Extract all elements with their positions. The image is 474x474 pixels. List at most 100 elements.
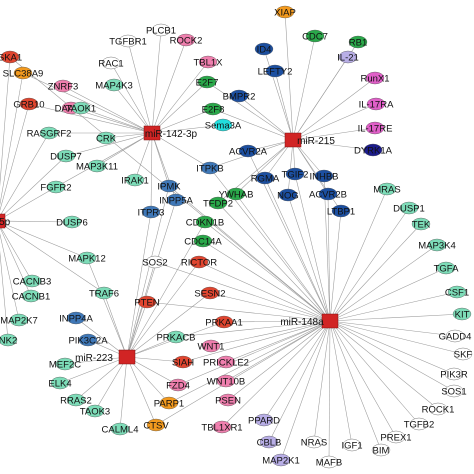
gene-node-rasgrf2[interactable]: RASGRF2 [27, 126, 72, 140]
gene-node-cacnb1[interactable]: CACNB1 [12, 289, 51, 303]
gene-node-tgfb2[interactable]: TGFB2 [404, 417, 435, 431]
gene-node-map4k3[interactable]: MAP4K3 [95, 78, 133, 92]
gene-node-sema3a[interactable]: Sema3A [205, 118, 242, 132]
gene-node-ska1[interactable]: SKA1 [0, 50, 22, 64]
gene-node-prkaa1[interactable]: PRKAA1 [205, 315, 243, 329]
gene-node-mef2c[interactable]: MEF2C [49, 357, 81, 371]
gene-node-wnt1[interactable]: WNT1 [198, 339, 225, 353]
gene-node-id4[interactable]: ID4 [254, 42, 274, 56]
gene-node-tgif2[interactable]: TGIF2 [282, 167, 309, 181]
gene-node-cdc7[interactable]: CDC7 [302, 29, 328, 43]
gene-node-znrf3[interactable]: ZNRF3 [48, 79, 79, 93]
gene-node-crk[interactable]: CRK [96, 131, 117, 145]
gene-node-mafb[interactable]: MAFB [316, 455, 342, 469]
gene-node-fzd4[interactable]: FZD4 [166, 378, 190, 392]
gene-node-rictor[interactable]: RICTOR [181, 255, 217, 269]
gene-node-cblb[interactable]: CBLB [257, 435, 282, 449]
gene-node-cacnb3[interactable]: CACNB3 [13, 274, 52, 288]
gene-node-sesn2[interactable]: SESN2 [194, 286, 226, 300]
gene-node-tgfbr1[interactable]: TGFBR1 [109, 34, 147, 48]
gene-node-sos1[interactable]: SOS1 [441, 384, 467, 398]
gene-node-il-21[interactable]: IL-21 [337, 50, 359, 64]
gene-node-pten[interactable]: PTEN [134, 295, 160, 309]
gene-node-lefty2[interactable]: LEFTY2 [258, 64, 293, 78]
gene-node-dyrk1a[interactable]: DYRK1A [354, 143, 393, 157]
gene-node-ppard[interactable]: PPARD [248, 413, 280, 427]
gene-node-bmpr2[interactable]: BMPR2 [223, 89, 256, 103]
mirna-hub-h215[interactable]: miR-215 [284, 132, 335, 148]
gene-node-il-17re[interactable]: IL-17RE [358, 121, 393, 135]
gene-node-ywhab[interactable]: YWHAB [219, 187, 254, 201]
gene-node-nras[interactable]: NRAS [301, 435, 327, 449]
gene-node-map3k4[interactable]: MAP3K4 [418, 238, 456, 252]
gene-node-runx1[interactable]: RunX1 [360, 71, 390, 85]
gene-node-inpp4a[interactable]: INPP4A [59, 311, 94, 325]
gene-node-e2f7[interactable]: E2F7 [196, 75, 219, 89]
gene-node-tbl1x[interactable]: TBL1X [193, 55, 223, 69]
gene-node-cdc14a[interactable]: CDC14A [184, 234, 222, 248]
gene-node-kit[interactable]: KIT [452, 307, 472, 321]
gene-node-nog[interactable]: NOG [277, 188, 299, 202]
gene-node-rras2[interactable]: RRAS2 [60, 393, 92, 407]
gene-node-cdkn1b[interactable]: CDKN1B [186, 215, 225, 229]
gene-node-pik3c2a[interactable]: PIK3C2A [68, 333, 108, 347]
gene-node-nk2[interactable]: NK2 [0, 333, 17, 347]
gene-node-acvr2a[interactable]: ACVR2A [229, 144, 268, 158]
gene-node-ipmk[interactable]: IPMK [157, 179, 181, 193]
gene-node-skp[interactable]: SKF [454, 347, 473, 361]
gene-node-igf1[interactable]: IGF1 [341, 438, 363, 452]
gene-node-ctsv[interactable]: CTSV [143, 418, 169, 432]
gene-node-calml4[interactable]: CALML4 [102, 422, 139, 436]
gene-node-sos2[interactable]: SOS2 [142, 255, 168, 269]
gene-node-dusp1[interactable]: DUSP1 [393, 201, 425, 215]
gene-node-prex1[interactable]: PREX1 [380, 430, 412, 444]
gene-node-e2f8[interactable]: E2F8 [202, 102, 225, 116]
gene-node-rac1[interactable]: RAC1 [98, 56, 124, 70]
gene-node-grb10[interactable]: GRB10 [13, 97, 45, 111]
gene-node-rgma[interactable]: RGMA [251, 171, 280, 185]
gene-node-wnt10b[interactable]: WNT10B [207, 374, 246, 388]
gene-node-map2k1[interactable]: MAP2K1 [262, 453, 300, 467]
gene-node-siah[interactable]: SIAH [172, 355, 194, 369]
gene-node-acvr2b[interactable]: ACVR2B [309, 187, 347, 201]
gene-node-elk4[interactable]: ELK4 [48, 376, 72, 390]
gene-node-fgfr2[interactable]: FGFR2 [40, 180, 72, 194]
gene-node-inpp5a[interactable]: INPP5A [159, 193, 194, 207]
gene-node-tek[interactable]: TEK [412, 217, 431, 231]
gene-node-irak1[interactable]: IRAK1 [121, 173, 149, 187]
mirna-hub-h223[interactable]: miR-223 [75, 349, 136, 365]
gene-node-dusp7[interactable]: DUSP7 [50, 149, 82, 163]
gene-node-mras[interactable]: MRAS [373, 182, 401, 196]
gene-node-tfdp2[interactable]: TFDP2 [203, 196, 233, 210]
gene-node-bim[interactable]: BIM [371, 443, 391, 457]
gene-node-plcb1[interactable]: PLCB1 [146, 23, 176, 37]
gene-node-map2k7[interactable]: MAP2K7 [0, 313, 38, 327]
gene-node-dusp6[interactable]: DUSP6 [56, 215, 88, 229]
gene-node-taok1[interactable]: TAOK1 [66, 101, 96, 115]
gene-node-traf6[interactable]: TRAF6 [89, 286, 119, 300]
mirna-hub-h5p[interactable]: -5p [0, 213, 11, 229]
gene-node-mapk12[interactable]: MAPK12 [68, 251, 106, 265]
gene-node-itpkb[interactable]: ITPKB [196, 161, 224, 175]
gene-node-psen[interactable]: PSEN [215, 393, 241, 407]
gene-node-ltbp1[interactable]: LTBP1 [327, 204, 355, 218]
gene-node-itpr3[interactable]: ITPR3 [138, 205, 165, 219]
gene-node-map3k11[interactable]: MAP3K11 [76, 159, 118, 173]
gene-node-rock2[interactable]: ROCK2 [170, 33, 203, 47]
gene-node-taok3[interactable]: TAOK3 [80, 404, 110, 418]
gene-node-prickle2[interactable]: PRICKLE2 [203, 355, 249, 369]
gene-node-il-17ra[interactable]: IL-17RA [359, 97, 395, 111]
gene-node-rock1[interactable]: ROCK1 [422, 402, 455, 416]
mirna-hub-h148[interactable]: miR-148a [280, 313, 339, 329]
gene-node-pik3r[interactable]: PIK3R [440, 367, 468, 381]
mirna-hub-h142[interactable]: miR-142-3p [143, 125, 198, 141]
gene-node-xiap[interactable]: XIAP [274, 5, 296, 19]
gene-node-inhbb[interactable]: INHBB [309, 169, 339, 183]
gene-node-slc38a9[interactable]: SLC38A9 [3, 66, 44, 80]
gene-node-tgfa[interactable]: TGFA [434, 261, 459, 275]
gene-node-prkacb[interactable]: PRKACB [156, 330, 196, 344]
gene-node-tbl1xr1[interactable]: TBL1XR1 [201, 420, 243, 434]
gene-node-csf1[interactable]: CSF1 [445, 285, 469, 299]
gene-node-parp1[interactable]: PARP1 [154, 396, 184, 410]
gene-node-rb1[interactable]: RB1 [349, 35, 367, 49]
